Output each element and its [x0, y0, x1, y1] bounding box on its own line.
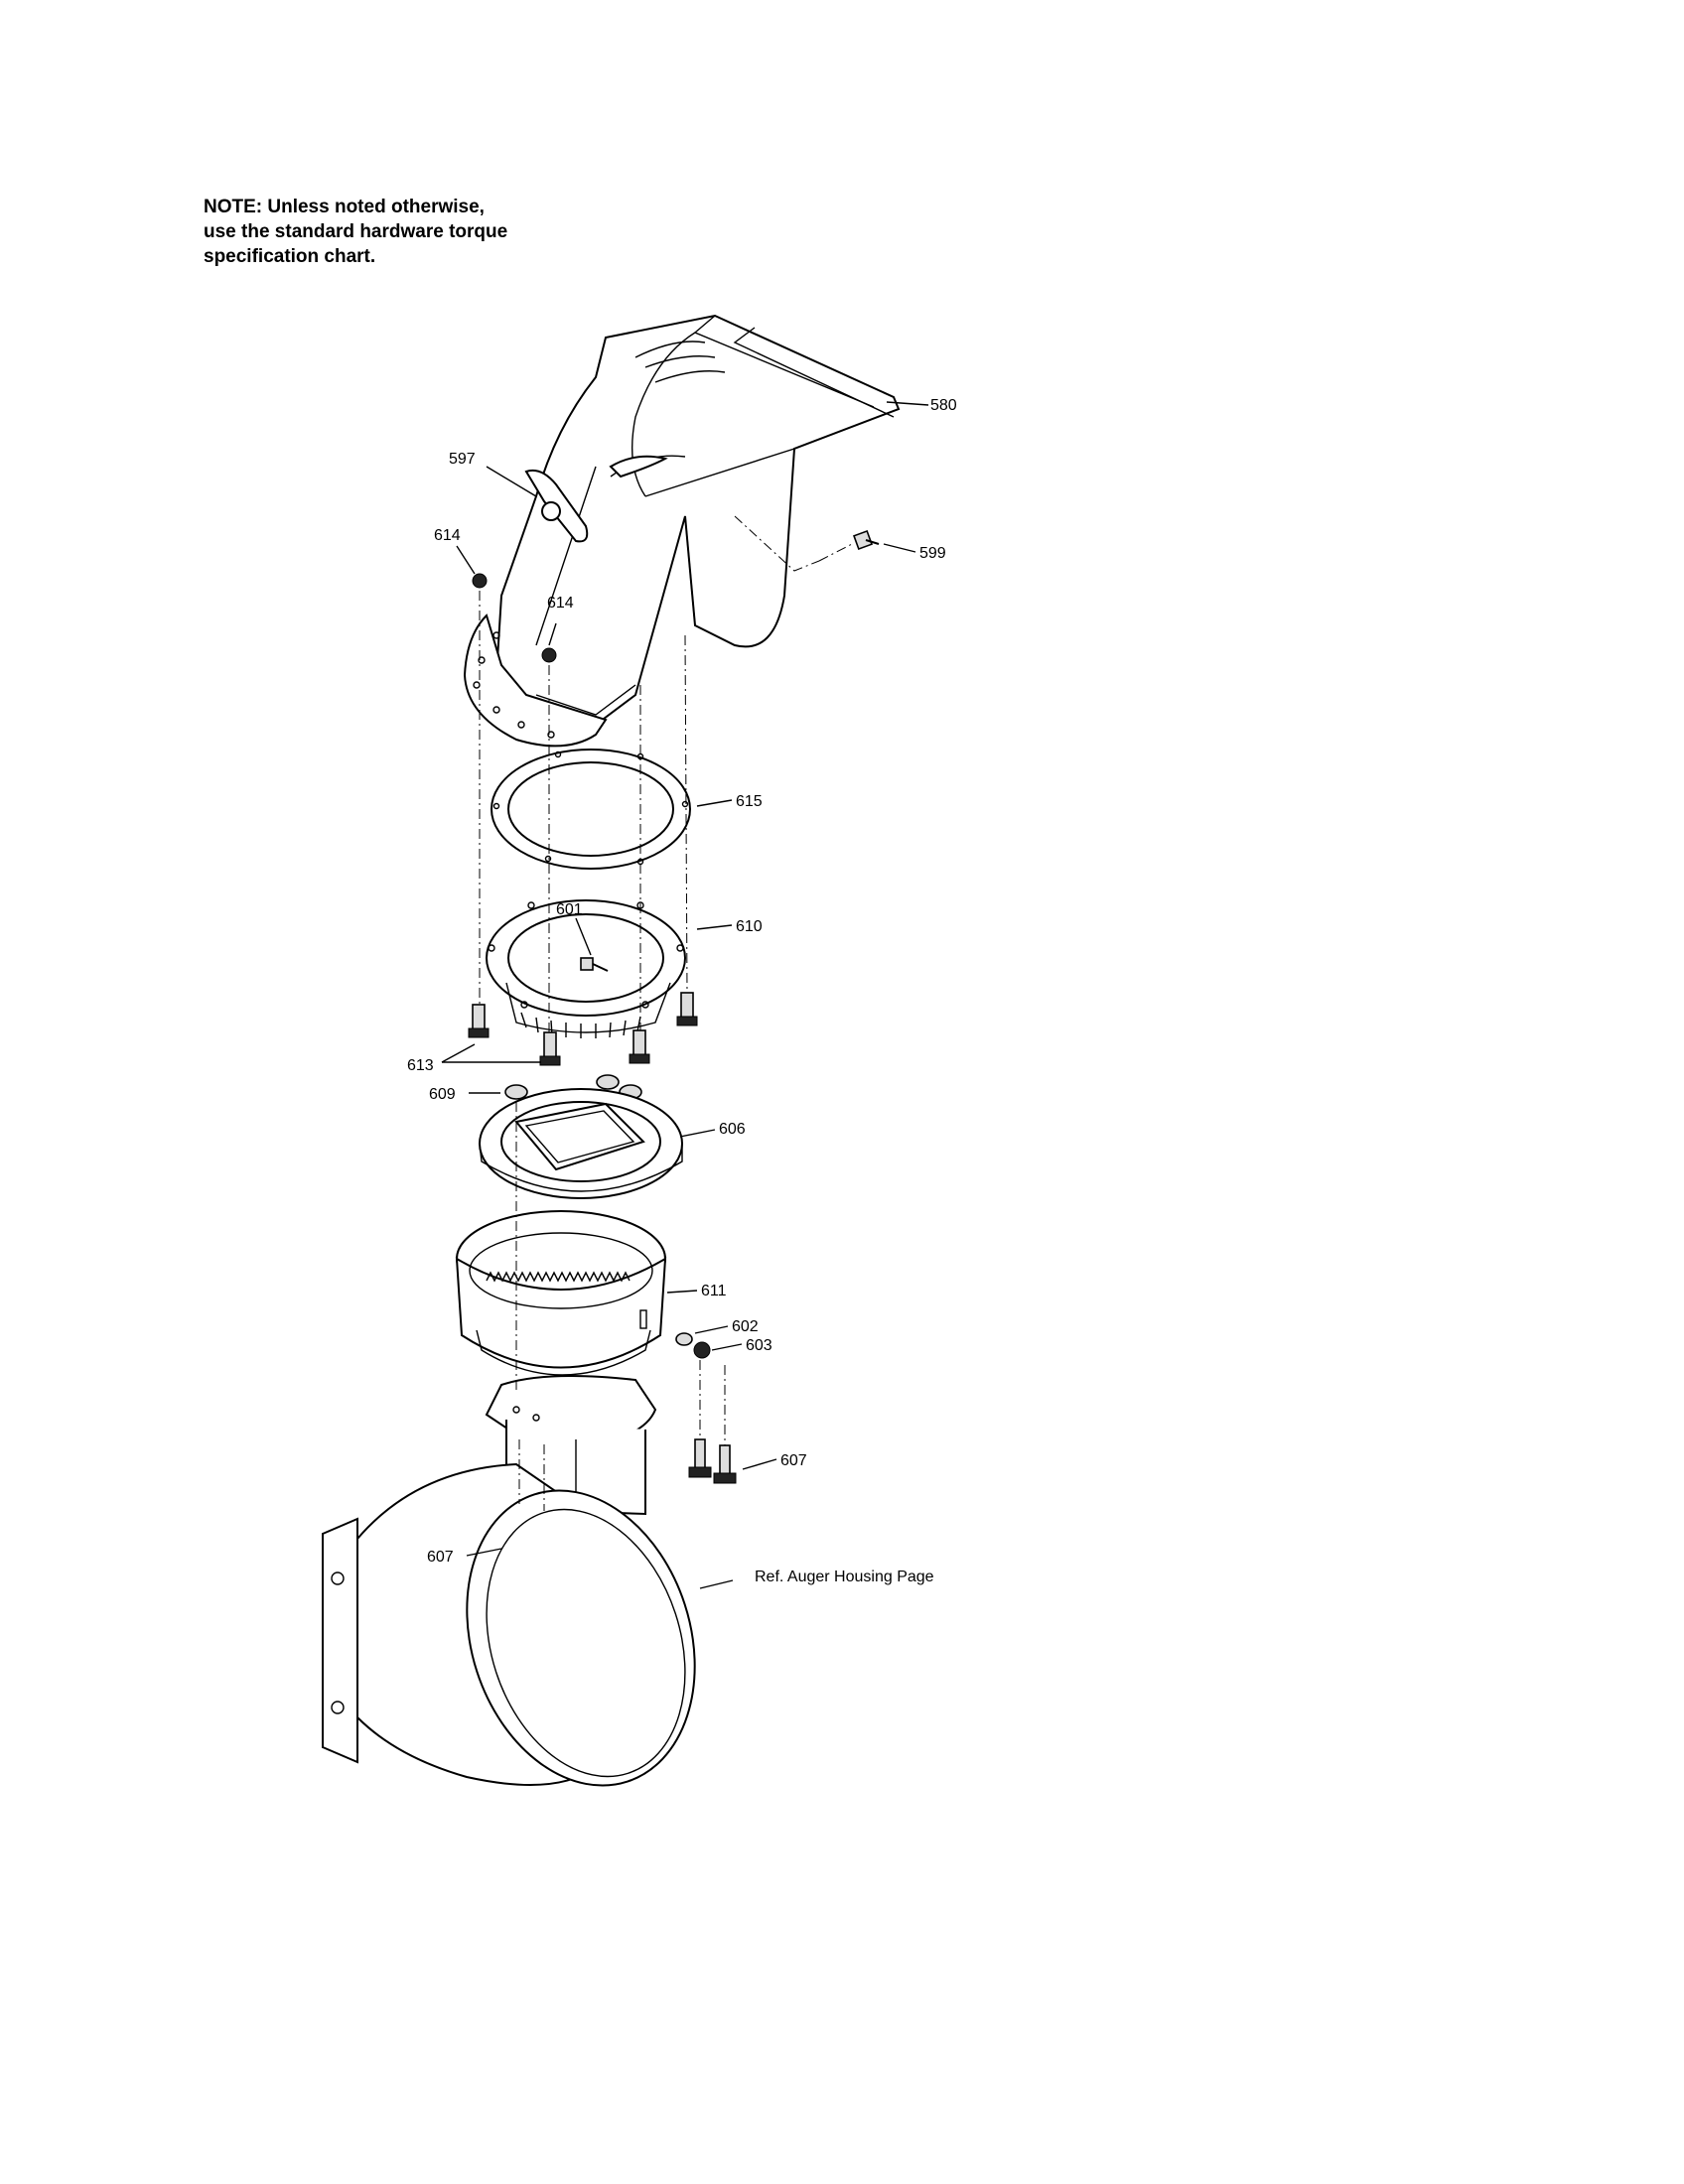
part-auger-housing	[322, 1462, 696, 1787]
label-599: 599	[919, 545, 946, 562]
label-603: 603	[746, 1337, 772, 1354]
torque-note: NOTE: Unless noted otherwise, use the st…	[204, 195, 621, 269]
part-number-labels: 580 597 599 614 614 615 601 610 613 609 …	[407, 397, 957, 1585]
label-614-left: 614	[434, 527, 461, 544]
label-606: 606	[719, 1121, 746, 1138]
part-handle-597	[524, 469, 589, 543]
label-611: 611	[701, 1283, 727, 1299]
assembly-guide-lines	[479, 515, 820, 1511]
label-609: 609	[429, 1086, 456, 1103]
part-bolts-613	[468, 992, 698, 1066]
label-613: 613	[407, 1057, 434, 1074]
part-washer-602	[675, 1332, 693, 1346]
part-screws-607-right	[688, 1438, 737, 1484]
torque-note-line-3: specification chart.	[204, 246, 376, 267]
label-607-right: 607	[780, 1452, 807, 1469]
part-nut-614-left	[472, 573, 488, 589]
part-screw-599	[818, 530, 880, 562]
label-602: 602	[732, 1318, 759, 1335]
part-chute-580	[463, 314, 901, 748]
part-nut-614-right	[541, 647, 557, 663]
part-collar-611	[455, 1210, 667, 1376]
label-597: 597	[449, 451, 476, 468]
leader-lines	[441, 401, 929, 1589]
label-601: 601	[556, 901, 583, 918]
torque-note-line-1: NOTE: Unless noted otherwise,	[204, 197, 485, 217]
label-610: 610	[736, 918, 763, 935]
label-607-left: 607	[427, 1549, 454, 1566]
label-580: 580	[930, 397, 957, 414]
part-plate-606	[479, 1088, 683, 1199]
part-screw-601	[580, 957, 609, 972]
label-614-right: 614	[547, 595, 574, 612]
torque-note-line-2: use the standard hardware torque	[204, 221, 508, 242]
part-nut-603	[693, 1341, 711, 1359]
part-gasket-615	[491, 749, 691, 870]
label-615: 615	[736, 793, 763, 810]
label-ref-auger-housing: Ref. Auger Housing Page	[755, 1569, 934, 1585]
